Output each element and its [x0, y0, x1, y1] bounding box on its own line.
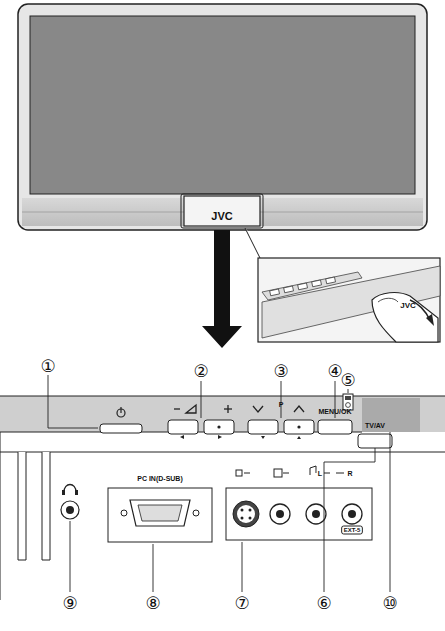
port-label: PC IN(D-SUB)	[136, 475, 184, 482]
callout-number: ④	[327, 363, 342, 380]
headphone-jack	[61, 501, 79, 519]
tv-screen	[30, 16, 415, 194]
port-label: L	[317, 470, 323, 477]
jvc-panel	[184, 196, 260, 226]
port-label: R	[346, 470, 353, 477]
leader-lines	[48, 375, 390, 592]
brand-logo: JVC	[211, 211, 232, 222]
inset-view	[258, 258, 440, 342]
button-label: TV/AV	[365, 422, 385, 429]
callout-number: ①	[40, 358, 55, 375]
finger	[372, 293, 438, 342]
callout-number: ⑨	[62, 595, 77, 612]
callout-number: ⑥	[316, 595, 331, 612]
remote-sensor	[362, 398, 420, 432]
callout-number: ⑧	[145, 595, 160, 612]
button-label: MENU/OK	[318, 408, 351, 415]
pc-input	[108, 488, 212, 542]
callout-number: ⑦	[234, 595, 249, 612]
port-tag: EXT-5	[344, 527, 361, 533]
callout-number: ②	[193, 363, 208, 380]
button-label: P	[279, 401, 284, 408]
volume-buttons	[168, 420, 392, 448]
tv-frame	[18, 4, 427, 230]
callout-number: ⑩	[382, 595, 397, 612]
av-inputs	[226, 488, 372, 540]
view-arrow	[202, 230, 242, 348]
brand-logo: JVC	[400, 302, 416, 310]
s-video-jack	[233, 501, 259, 527]
tag-outline	[342, 526, 363, 534]
callout-number: ③	[273, 363, 288, 380]
callout-number: ⑤	[340, 372, 355, 389]
power-button	[100, 424, 142, 433]
